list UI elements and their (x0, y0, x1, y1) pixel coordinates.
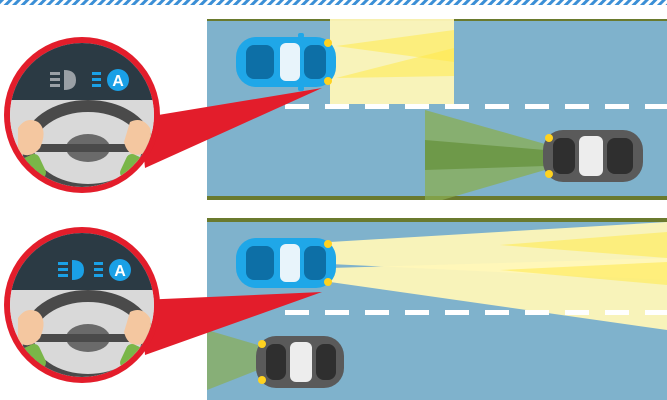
low-beam-icon (50, 70, 76, 90)
callout-pointer (140, 292, 322, 355)
high-beam-indicator-top (92, 72, 101, 87)
low-beam-cone (330, 19, 454, 104)
auto-high-beam-icon: A (109, 259, 131, 281)
panel-low-beam: A (4, 19, 667, 200)
road-top (207, 19, 667, 200)
auto-icon-label: A (112, 73, 124, 90)
top-border (0, 0, 667, 5)
high-beam-indicator-bottom (94, 262, 103, 277)
auto-high-beam-icon: A (107, 69, 129, 91)
high-beam-cone (330, 222, 667, 330)
ego-car (236, 238, 336, 288)
auto-icon-label: A (114, 263, 126, 280)
oncoming-car (543, 130, 643, 182)
ego-car (236, 33, 336, 91)
dashboard-view-bottom: A (4, 227, 160, 383)
passed-car-beam (207, 330, 258, 390)
dashboard-view-top: A (4, 37, 160, 193)
lane-markings (285, 104, 667, 109)
passed-car (256, 336, 344, 388)
panel-high-beam: A (4, 218, 667, 400)
callout-pointer (140, 88, 322, 168)
high-beam-icon (58, 260, 84, 280)
lane-markings (285, 310, 667, 315)
oncoming-beam (425, 110, 545, 200)
